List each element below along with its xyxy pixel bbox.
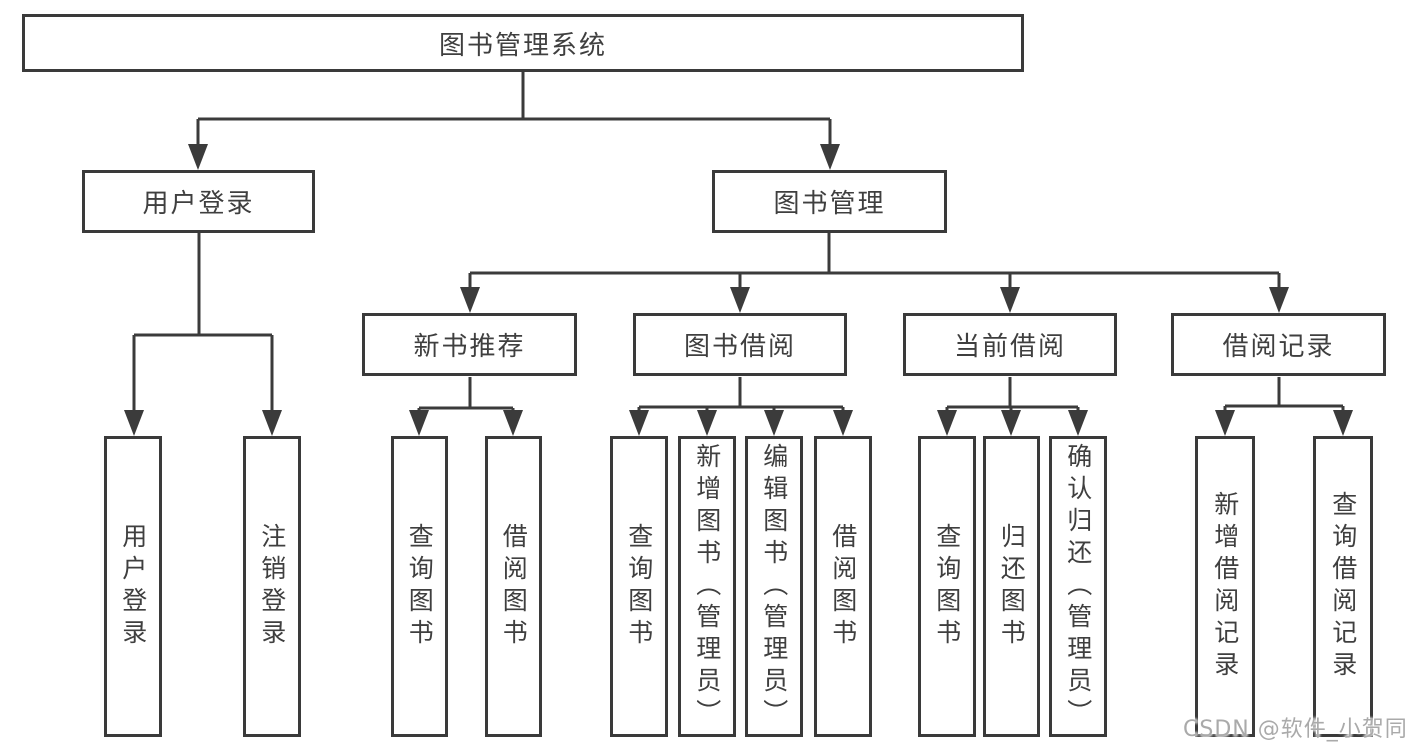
leaf-confirm-return-admin: 确认归还（管理员） — [1049, 436, 1107, 737]
leaf-label: 借阅图书 — [828, 522, 858, 651]
connector-borrow-to-leaves — [629, 377, 853, 436]
leaf-label: 查询借阅记录 — [1328, 490, 1358, 683]
leaf-label: 归还图书 — [997, 522, 1027, 651]
leaf-add-books-admin: 新增图书（管理员） — [678, 436, 736, 737]
node-label: 图书管理系统 — [438, 30, 607, 61]
node-book-management: 图书管理 — [712, 170, 947, 233]
node-label: 图书管理 — [773, 189, 886, 219]
leaf-query-books-current: 查询图书 — [918, 436, 976, 737]
node-label: 用户登录 — [142, 189, 255, 219]
leaf-borrow-books-recommend: 借阅图书 — [485, 436, 542, 737]
node-book-borrowing: 图书借阅 — [633, 313, 847, 376]
leaf-logout: 注销登录 — [243, 436, 301, 737]
leaf-query-borrow-record: 查询借阅记录 — [1313, 436, 1373, 737]
node-label: 图书借阅 — [683, 332, 796, 362]
leaf-return-books: 归还图书 — [983, 436, 1040, 737]
leaf-label: 编辑图书（管理员） — [759, 442, 789, 731]
leaf-label: 查询图书 — [624, 522, 654, 651]
leaf-label: 确认归还（管理员） — [1063, 442, 1093, 731]
leaf-label: 查询图书 — [405, 522, 435, 651]
leaf-label: 用户登录 — [118, 522, 148, 651]
connector-root-to-level2 — [188, 72, 840, 170]
leaf-label: 新增图书（管理员） — [692, 442, 722, 731]
leaf-edit-books-admin: 编辑图书（管理员） — [745, 436, 803, 737]
csdn-watermark: CSDN @软件_小贺同学 — [1183, 717, 1405, 742]
connector-bookmgmt-to-level3 — [460, 233, 1289, 313]
leaf-label: 借阅图书 — [499, 522, 529, 651]
connector-current-to-leaves — [937, 377, 1088, 436]
node-borrowing-records: 借阅记录 — [1171, 313, 1386, 376]
leaf-query-books-recommend: 查询图书 — [391, 436, 448, 737]
leaf-borrow-books: 借阅图书 — [814, 436, 872, 737]
node-user-login: 用户登录 — [82, 170, 315, 233]
leaf-query-books-borrowing: 查询图书 — [610, 436, 668, 737]
node-current-borrowing: 当前借阅 — [903, 313, 1117, 376]
leaf-add-borrow-record: 新增借阅记录 — [1195, 436, 1255, 737]
leaf-label: 注销登录 — [257, 522, 287, 651]
connector-userlogin-to-leaves — [124, 233, 282, 436]
node-new-book-recommend: 新书推荐 — [362, 313, 577, 376]
node-label: 新书推荐 — [413, 332, 526, 362]
node-label: 当前借阅 — [953, 332, 1066, 362]
connector-records-to-leaves — [1215, 377, 1353, 436]
node-label: 借阅记录 — [1222, 332, 1335, 362]
leaf-user-login: 用户登录 — [104, 436, 162, 737]
leaf-label: 查询图书 — [932, 522, 962, 651]
node-root-library-system: 图书管理系统 — [22, 14, 1024, 72]
connector-newbook-to-leaves — [409, 377, 523, 436]
leaf-label: 新增借阅记录 — [1210, 490, 1240, 683]
